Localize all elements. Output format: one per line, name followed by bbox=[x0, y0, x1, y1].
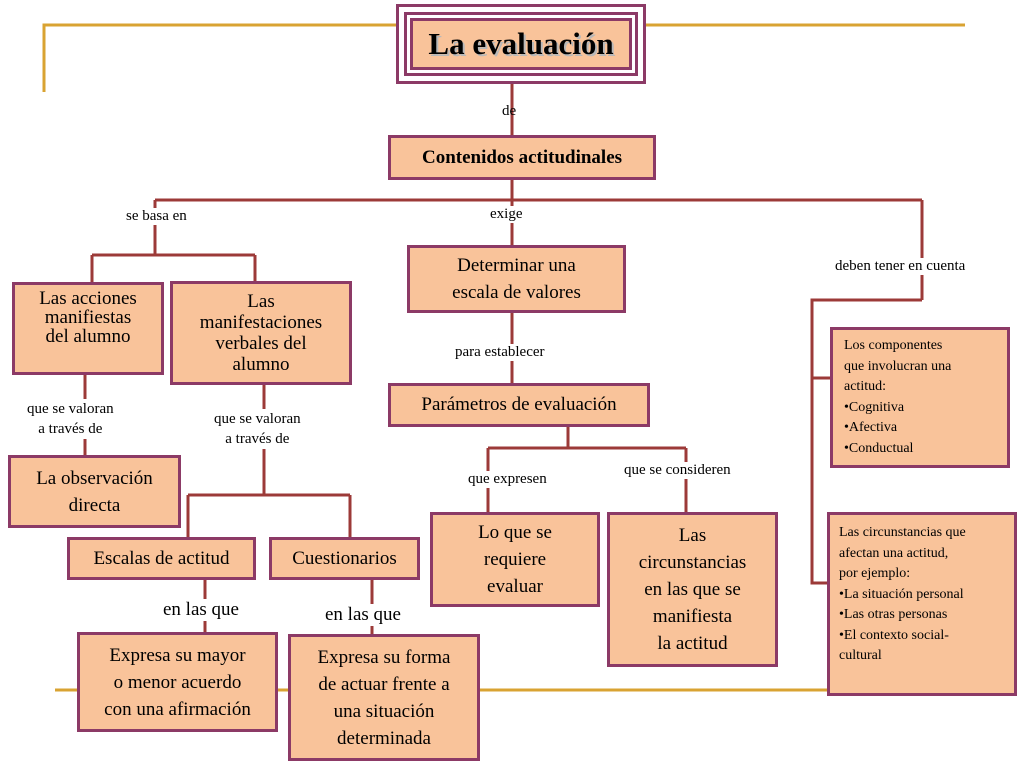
link-valoran-1: que se valoran a través de bbox=[27, 399, 114, 439]
link-en-las-que-2: en las que bbox=[325, 604, 401, 626]
node-lo-que: Lo que se requiere evaluar bbox=[430, 512, 600, 607]
link-valoran-2: que se valoran a través de bbox=[214, 409, 301, 449]
node-circunstancias: Las circunstancias en las que se manifie… bbox=[607, 512, 778, 667]
node-circunstancias-afectan: Las circunstancias que afectan una actit… bbox=[827, 512, 1017, 696]
node-acciones: Las acciones manifiestas del alumno bbox=[12, 282, 164, 375]
link-consideren: que se consideren bbox=[624, 462, 731, 479]
node-parametros-label: Parámetros de evaluación bbox=[421, 394, 617, 415]
link-de: de bbox=[502, 103, 517, 119]
node-contenidos-label: Contenidos actitudinales bbox=[421, 146, 623, 168]
node-expresa-mayor-label: Expresa su mayor o menor acuerdo con una… bbox=[104, 644, 251, 720]
title-box: La evaluación bbox=[396, 4, 646, 84]
page-title: La evaluación bbox=[428, 26, 614, 61]
node-determinar: Determinar una escala de valores bbox=[407, 245, 626, 313]
link-para-establecer: para establecer bbox=[455, 344, 545, 361]
node-circunstancias-label: Las circunstancias en las que se manifie… bbox=[638, 525, 747, 654]
node-expresa-forma-label: Expresa su forma de actuar frente a una … bbox=[317, 646, 451, 749]
link-expresen: que expresen bbox=[468, 471, 547, 488]
node-lo-que-label: Lo que se requiere evaluar bbox=[478, 522, 552, 597]
link-deben-tener: deben tener en cuenta bbox=[835, 258, 966, 275]
node-escalas: Escalas de actitud bbox=[67, 537, 256, 580]
node-manifestaciones-label: Las manifestaciones verbales del alumno bbox=[199, 291, 323, 375]
node-cuestionarios: Cuestionarios bbox=[269, 537, 420, 580]
node-determinar-label: Determinar una escala de valores bbox=[452, 255, 581, 303]
node-circunstancias-afectan-label: Las circunstancias que afectan una actit… bbox=[839, 525, 966, 663]
node-observacion: La observación directa bbox=[8, 455, 181, 528]
node-contenidos: Contenidos actitudinales bbox=[388, 135, 656, 180]
node-escalas-label: Escalas de actitud bbox=[93, 547, 230, 569]
link-se-basa-en: se basa en bbox=[126, 208, 187, 225]
node-expresa-mayor: Expresa su mayor o menor acuerdo con una… bbox=[77, 632, 278, 732]
link-exige: exige bbox=[490, 206, 523, 223]
node-parametros: Parámetros de evaluación bbox=[388, 383, 650, 427]
node-componentes: Los componentes que involucran una actit… bbox=[830, 327, 1010, 468]
link-en-las-que-1: en las que bbox=[163, 599, 239, 621]
node-manifestaciones: Las manifestaciones verbales del alumno bbox=[170, 281, 352, 385]
node-expresa-forma: Expresa su forma de actuar frente a una … bbox=[288, 634, 480, 761]
node-observacion-label: La observación directa bbox=[36, 467, 153, 516]
node-componentes-label: Los componentes que involucran una actit… bbox=[844, 338, 952, 456]
node-acciones-label: Las acciones manifiestas del alumno bbox=[39, 288, 137, 347]
node-cuestionarios-label: Cuestionarios bbox=[292, 547, 397, 569]
